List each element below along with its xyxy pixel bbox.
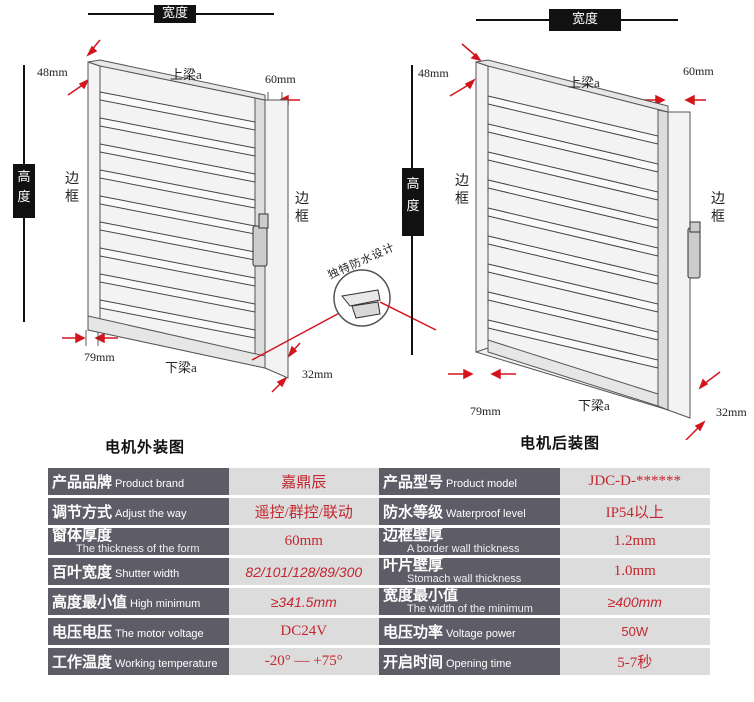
detail-circle-graphic (333, 269, 437, 331)
spec-value: DC24V (228, 618, 379, 645)
right-dim-32: 32mm (716, 405, 747, 419)
right-dim-60: 60mm (683, 64, 714, 78)
right-dim-79: 79mm (470, 404, 501, 418)
right-height-label: 高度 (402, 168, 424, 236)
right-dimension-lines (411, 19, 721, 440)
spec-value: ≥341.5mm (228, 588, 379, 615)
left-dimension-lines (23, 13, 346, 393)
spec-value: 遥控/群控/联动 (228, 498, 379, 525)
left-dim-60: 60mm (265, 72, 296, 86)
spec-value: 5-7秒 (559, 648, 710, 675)
left-dim-79: 79mm (84, 350, 115, 364)
right-top-beam-label: 上梁a (568, 75, 600, 90)
left-bottom-beam-label: 下梁a (165, 360, 197, 375)
left-side-frame-right-label: 边框 (295, 191, 309, 225)
left-dim-32: 32mm (302, 367, 333, 381)
left-height-label: 高度 (13, 164, 35, 218)
right-width-label: 宽度 (549, 9, 621, 31)
left-top-beam-label: 上梁a (170, 67, 202, 82)
right-side-frame-right-label: 边框 (711, 191, 725, 225)
spec-value: 嘉鼎辰 (228, 468, 379, 495)
spec-value: 50W (559, 618, 710, 645)
left-caption: 电机外装图 (105, 438, 186, 456)
spec-value: 60mm (228, 528, 379, 555)
right-dim-48: 48mm (418, 66, 449, 80)
spec-value: -20° — +75° (228, 648, 379, 675)
left-dim-48: 48mm (37, 65, 68, 79)
spec-value: JDC-D-****** (559, 468, 710, 495)
spec-value: ≥400mm (559, 588, 710, 615)
right-bottom-beam-label: 下梁a (578, 398, 610, 413)
spec-value: IP54以上 (559, 498, 710, 525)
spec-value: 82/101/128/89/300 (228, 558, 379, 585)
spec-value: 1.0mm (559, 558, 710, 585)
left-side-frame-label: 边框 (65, 171, 79, 205)
left-width-label: 宽度 (154, 5, 196, 23)
right-side-frame-label: 边框 (455, 173, 469, 207)
right-caption: 电机后装图 (520, 434, 601, 452)
spec-value: 1.2mm (559, 528, 710, 555)
